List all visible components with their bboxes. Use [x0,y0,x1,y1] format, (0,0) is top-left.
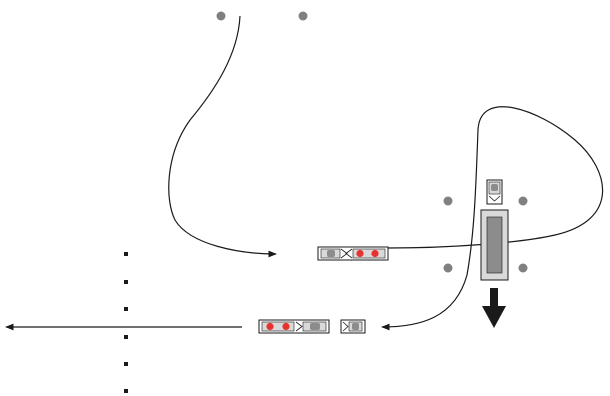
station-pin-top-right [518,196,528,206]
lower-small-module [340,319,366,334]
station-pin-bottom-right [518,263,528,273]
incoming-curve [168,15,277,258]
top-left-pin [216,11,226,21]
small-vertical-module [486,179,503,205]
dotted-divider [124,252,128,393]
station-pin-bottom-left [443,263,453,273]
lower-module [258,319,330,334]
station-pin-top-left [443,196,453,206]
down-arrow-icon [482,288,506,328]
station-module [480,209,509,281]
upper-module [317,246,389,261]
top-right-pin [298,11,308,21]
return-loop-curve [381,106,604,331]
